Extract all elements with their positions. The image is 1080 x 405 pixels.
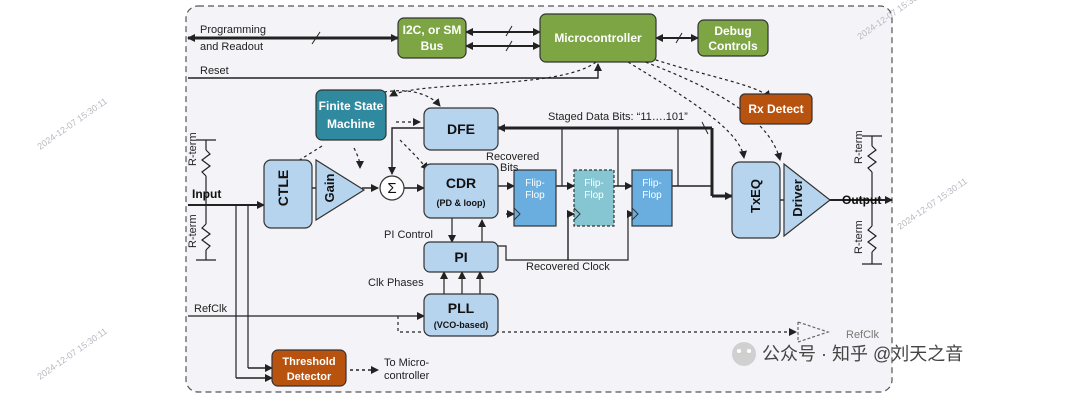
gain-amp[interactable]: Gain xyxy=(315,158,366,222)
txeq-block[interactable]: TxEQ xyxy=(731,161,781,239)
fsm-block[interactable]: Finite State Machine xyxy=(315,89,387,141)
rx-detect-label: Rx Detect xyxy=(748,102,803,116)
i2c-label-1: I2C, or SM xyxy=(403,23,462,37)
ctle-label: CTLE xyxy=(275,170,291,207)
debug-label-1: Debug xyxy=(714,24,751,38)
txeq-label: TxEQ xyxy=(748,179,763,213)
reset-line xyxy=(188,63,602,79)
rterm-out-bottom: R-term xyxy=(853,220,865,254)
microcontroller-block[interactable]: Microcontroller xyxy=(539,13,657,63)
watermark: 公众号 · 知乎 @刘天之音 xyxy=(732,342,963,366)
reset-label: Reset xyxy=(200,65,229,77)
flip-flop-1[interactable]: Flip- Flop xyxy=(513,169,557,227)
fsm-label-2: Machine xyxy=(327,117,375,131)
fsm-label-1: Finite State xyxy=(319,99,384,113)
faint-date-2: 2024-12-07 15:30:11 xyxy=(35,96,109,152)
cdr-label: CDR xyxy=(446,175,476,191)
pi-control-label: PI Control xyxy=(384,229,433,241)
rx-detect-block[interactable]: Rx Detect xyxy=(739,93,813,125)
flip-flop-2[interactable]: Flip- Flop xyxy=(573,169,615,227)
dfe-block[interactable]: DFE xyxy=(423,107,499,151)
to-micro-label-2: controller xyxy=(384,370,430,382)
debug-controls-block[interactable]: Debug Controls xyxy=(697,19,769,57)
i2c-bus-block[interactable]: I2C, or SM Bus xyxy=(397,17,467,59)
cdr-sub-label: (PD & loop) xyxy=(437,198,486,208)
pi-block[interactable]: PI xyxy=(423,241,499,273)
ff2-label-1: Flip- xyxy=(584,178,603,189)
rterm-in-top: R-term xyxy=(187,132,199,166)
ctle-block[interactable]: CTLE xyxy=(263,159,313,229)
threshold-label-1: Threshold xyxy=(282,356,335,368)
ff1-label-2: Flop xyxy=(525,190,545,201)
recovered-bits-label-2: Bits xyxy=(500,162,519,174)
refclk-buffer xyxy=(797,321,830,343)
wires xyxy=(187,25,893,382)
gain-label: Gain xyxy=(322,173,337,202)
recovered-clock-label: Recovered Clock xyxy=(526,261,610,273)
refclk-label: RefClk xyxy=(194,303,228,315)
clk-phases-label: Clk Phases xyxy=(368,277,424,289)
programming-label-2: and Readout xyxy=(200,41,263,53)
staged-data-bits-label: Staged Data Bits: “11….101” xyxy=(548,111,688,123)
ff3-label-1: Flip- xyxy=(642,178,661,189)
cdr-block[interactable]: CDR (PD & loop) xyxy=(423,163,499,219)
driver-amp[interactable]: Driver xyxy=(783,162,831,238)
programming-label-1: Programming xyxy=(200,24,266,36)
rterm-in-bottom: R-term xyxy=(187,214,199,248)
to-micro-label-1: To Micro- xyxy=(384,357,430,369)
output-label: Output xyxy=(842,193,881,207)
debug-label-2: Controls xyxy=(708,39,758,53)
threshold-detector-block[interactable]: Threshold Detector xyxy=(271,349,347,387)
pi-label: PI xyxy=(454,249,467,265)
ff1-label-1: Flip- xyxy=(525,178,544,189)
summing-node[interactable]: Σ xyxy=(379,175,405,201)
ff3-label-2: Flop xyxy=(642,190,662,201)
microcontroller-label: Microcontroller xyxy=(554,31,642,45)
sum-symbol: Σ xyxy=(387,180,396,197)
pll-block[interactable]: PLL (VCO-based) xyxy=(423,293,499,337)
threshold-label-2: Detector xyxy=(287,371,332,383)
dfe-label: DFE xyxy=(447,121,475,137)
faint-date-4: 2024-12-07 15:30:11 xyxy=(35,326,109,382)
rterm-out-top: R-term xyxy=(853,130,865,164)
recovered-bits-label-1: Recovered xyxy=(486,151,539,163)
driver-label: Driver xyxy=(790,179,805,217)
refclk-out-label: RefClk xyxy=(846,329,880,341)
watermark-text: 公众号 · 知乎 @刘天之音 xyxy=(762,344,963,364)
input-label: Input xyxy=(192,187,221,201)
pll-sub-label: (VCO-based) xyxy=(434,320,489,330)
faint-date-3: 2024-12-07 15:30:11 xyxy=(895,176,969,232)
flip-flop-3[interactable]: Flip- Flop xyxy=(631,169,673,227)
pll-label: PLL xyxy=(448,300,475,316)
ff2-label-2: Flop xyxy=(584,190,604,201)
i2c-label-2: Bus xyxy=(421,39,444,53)
